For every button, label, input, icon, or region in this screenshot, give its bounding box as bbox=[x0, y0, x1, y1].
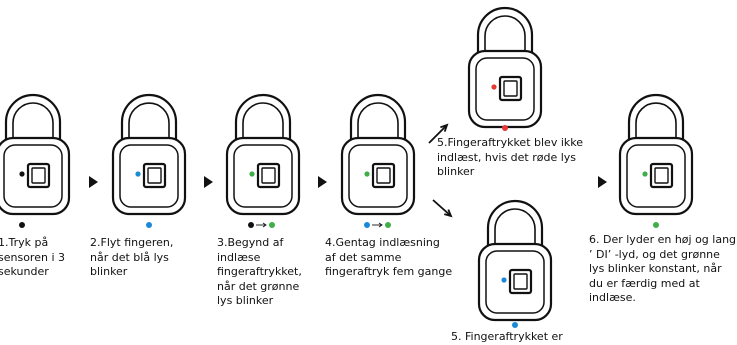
status-dot bbox=[512, 322, 518, 328]
shackle bbox=[349, 93, 407, 140]
lock-panel bbox=[233, 144, 293, 208]
led-indicator bbox=[364, 171, 370, 177]
arrow-right-icon bbox=[318, 176, 327, 188]
lock-body bbox=[111, 136, 187, 216]
shackle bbox=[120, 93, 178, 140]
shackle-inner bbox=[357, 102, 399, 140]
shackle bbox=[234, 93, 292, 140]
caption-step5-fail: 5.Fingeraftrykket blev ikke indlæst, hvi… bbox=[437, 136, 583, 178]
fingerprint-sensor-icon bbox=[26, 162, 51, 189]
arrow-right-icon bbox=[204, 176, 213, 188]
status-dot bbox=[364, 222, 370, 228]
shackle bbox=[627, 93, 685, 140]
fingerprint-sensor-icon bbox=[371, 162, 396, 189]
status-dot bbox=[146, 222, 152, 228]
padlock-icon bbox=[111, 93, 187, 228]
lock-body bbox=[225, 136, 301, 216]
caption-step5-success: 5. Fingeraftrykket er bbox=[451, 330, 563, 343]
padlock-icon bbox=[340, 93, 416, 228]
padlock-icon bbox=[0, 93, 71, 228]
shackle-inner bbox=[242, 102, 284, 140]
shackle-inner bbox=[12, 102, 54, 140]
shackle bbox=[4, 93, 62, 140]
caption-step1: 1.Tryk på sensoren i 3 sekunder bbox=[0, 236, 65, 278]
arrow-right-icon bbox=[598, 176, 607, 188]
shackle-inner bbox=[494, 208, 536, 246]
status-dot bbox=[385, 222, 391, 228]
led-indicator bbox=[491, 84, 497, 90]
fingerprint-sensor-icon bbox=[142, 162, 167, 189]
arrow-right-icon bbox=[89, 176, 98, 188]
led-indicator bbox=[501, 277, 507, 283]
fingerprint-sensor-icon bbox=[508, 268, 533, 295]
shackle bbox=[476, 6, 534, 53]
led-indicator bbox=[19, 171, 25, 177]
lock-body bbox=[477, 242, 553, 322]
padlock-icon bbox=[225, 93, 301, 228]
lock-panel bbox=[475, 57, 535, 121]
fingerprint-sensor-icon bbox=[498, 75, 523, 102]
lock-panel bbox=[348, 144, 408, 208]
lock-body bbox=[467, 49, 543, 129]
status-dot bbox=[502, 125, 508, 131]
padlock-icon bbox=[467, 6, 543, 131]
shackle-inner bbox=[128, 102, 170, 140]
caption-step6: 6. Der lyder en høj og lang ’ DI’ -lyd, … bbox=[589, 233, 737, 304]
lock-panel bbox=[119, 144, 179, 208]
led-indicator bbox=[249, 171, 255, 177]
fingerprint-sensor-icon bbox=[256, 162, 281, 189]
shackle-inner bbox=[484, 15, 526, 53]
caption-step2: 2.Flyt fingeren, når det blå lys blinker bbox=[90, 236, 174, 278]
status-dot bbox=[653, 222, 659, 228]
status-dot bbox=[248, 222, 254, 228]
shackle-inner bbox=[635, 102, 677, 140]
led-indicator bbox=[642, 171, 648, 177]
lock-panel bbox=[3, 144, 63, 208]
led-indicator bbox=[135, 171, 141, 177]
shackle bbox=[486, 199, 544, 246]
lock-body bbox=[340, 136, 416, 216]
arrow-diagonal-icon bbox=[428, 123, 449, 144]
lock-body bbox=[618, 136, 694, 216]
lock-body bbox=[0, 136, 71, 216]
caption-step4: 4.Gentag indlæsning af det samme fingera… bbox=[325, 236, 453, 278]
fingerprint-sensor-icon bbox=[649, 162, 674, 189]
lock-panel bbox=[485, 250, 545, 314]
status-dot bbox=[269, 222, 275, 228]
padlock-icon bbox=[618, 93, 694, 228]
caption-step3: 3.Begynd af indlæse fingeraftrykket, når… bbox=[217, 236, 302, 307]
padlock-icon bbox=[477, 199, 553, 328]
arrow-diagonal-icon bbox=[432, 199, 453, 218]
status-dot bbox=[19, 222, 25, 228]
lock-panel bbox=[626, 144, 686, 208]
